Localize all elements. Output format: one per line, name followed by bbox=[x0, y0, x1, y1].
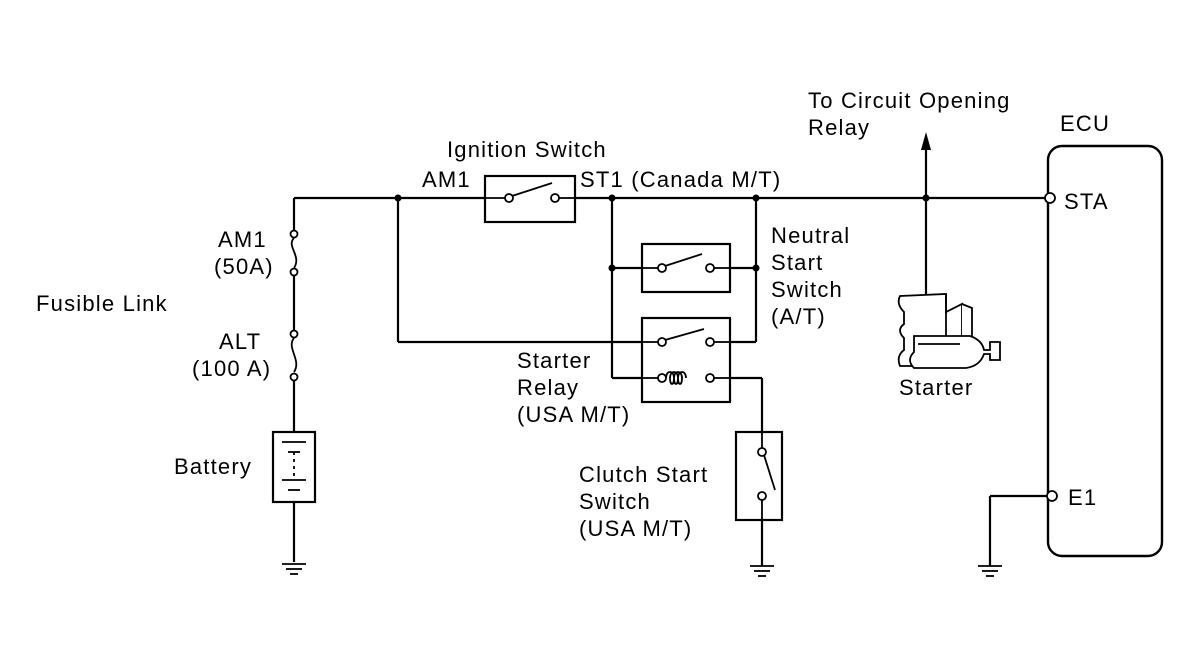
ecu-label: ECU bbox=[1060, 111, 1110, 136]
clutch-start-switch-icon bbox=[734, 430, 784, 522]
clutch-start-label: Clutch Start bbox=[579, 462, 708, 487]
junction-dot bbox=[752, 194, 760, 202]
to-circuit-opening-label: Relay bbox=[808, 115, 870, 140]
alt-fuse-icon bbox=[289, 329, 299, 382]
alt-fuse-label: ALT bbox=[219, 329, 261, 354]
battery-label: Battery bbox=[174, 454, 252, 479]
starter-motor-icon bbox=[897, 293, 1001, 369]
ecu-box bbox=[1044, 144, 1164, 558]
neutral-start-label: (A/T) bbox=[771, 304, 826, 329]
labels: Fusible Link AM1 (50A) ALT (100 A) Batte… bbox=[36, 88, 1110, 541]
clutch-start-label: (USA M/T) bbox=[579, 516, 692, 541]
neutral-start-label: Switch bbox=[771, 277, 843, 302]
junction-dots bbox=[394, 194, 930, 272]
sta-terminal-dot bbox=[1044, 192, 1056, 204]
neutral-start-label: Neutral bbox=[771, 223, 850, 248]
e1-terminal-label: E1 bbox=[1068, 485, 1097, 510]
neutral-start-label: Start bbox=[771, 250, 823, 275]
junction-dot bbox=[608, 264, 616, 272]
e1-terminal-dot bbox=[1046, 490, 1058, 502]
am1-rating-label: (50A) bbox=[214, 254, 274, 279]
battery-icon bbox=[271, 430, 317, 504]
sta-terminal-label: STA bbox=[1064, 189, 1109, 214]
starter-relay-label: (USA M/T) bbox=[517, 402, 630, 427]
st1-terminal-label: ST1 (Canada M/T) bbox=[580, 167, 781, 192]
ignition-switch-label: Ignition Switch bbox=[447, 137, 607, 162]
ignition-switch-icon bbox=[483, 174, 577, 224]
junction-dot bbox=[922, 194, 930, 202]
neutral-start-switch-icon bbox=[640, 242, 732, 294]
junction-dot bbox=[394, 194, 402, 202]
arrow-up-icon bbox=[921, 132, 931, 150]
am1-fuse-label: AM1 bbox=[218, 227, 267, 252]
to-circuit-opening-label: To Circuit Opening bbox=[808, 88, 1011, 113]
ground-icon bbox=[282, 563, 306, 575]
starter-relay-label: Relay bbox=[517, 375, 579, 400]
am1-fuse-icon bbox=[289, 229, 299, 277]
am1-terminal-label: AM1 bbox=[422, 167, 471, 192]
starter-relay-label: Starter bbox=[517, 348, 591, 373]
junction-dot bbox=[752, 264, 760, 272]
clutch-start-label: Switch bbox=[579, 489, 651, 514]
starter-relay-icon bbox=[640, 316, 732, 404]
starter-label: Starter bbox=[899, 375, 973, 400]
alt-rating-label: (100 A) bbox=[192, 356, 271, 381]
ground-icon bbox=[978, 565, 1002, 577]
junction-dot bbox=[608, 194, 616, 202]
ground-icon bbox=[750, 565, 774, 577]
fusible-link-label: Fusible Link bbox=[36, 291, 168, 316]
